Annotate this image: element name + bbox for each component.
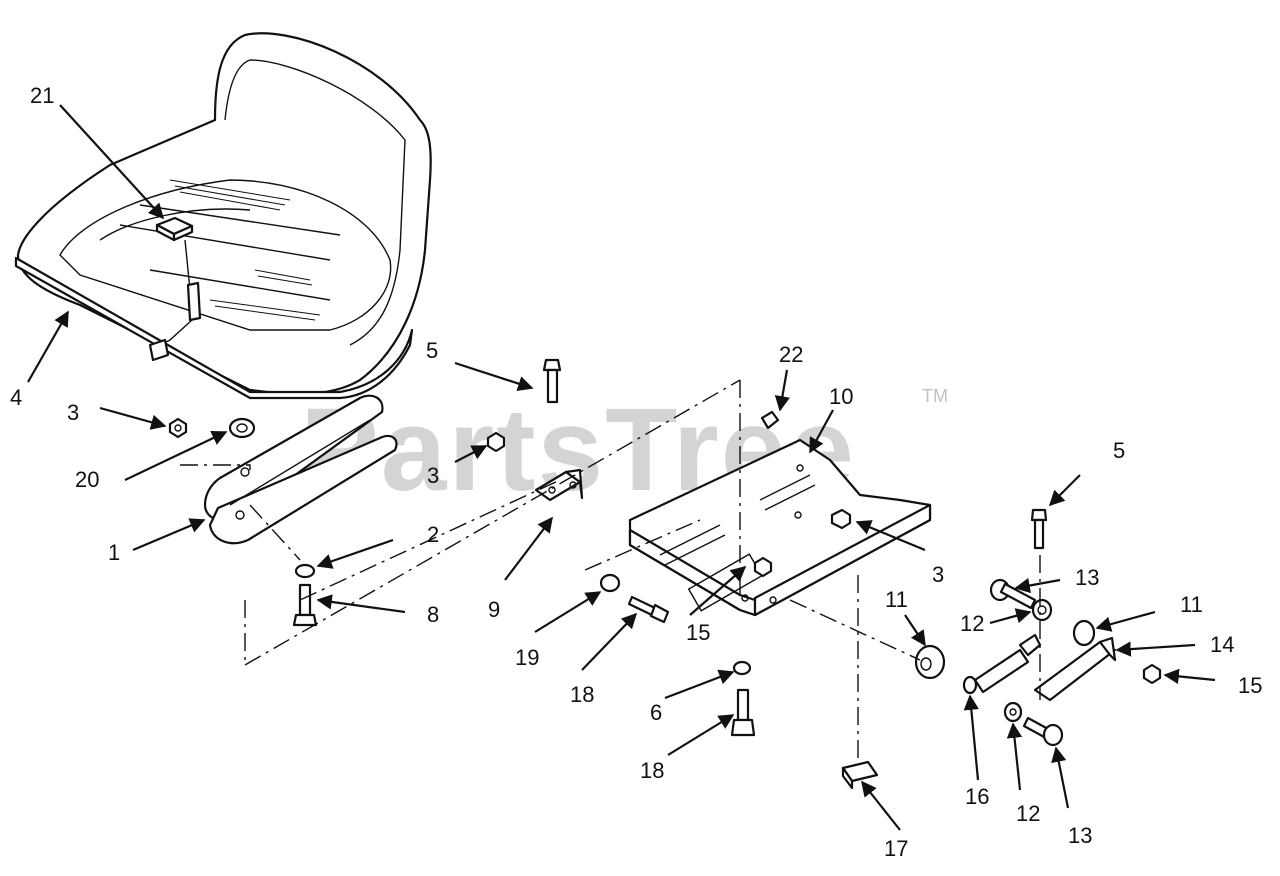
callout-8: 8	[427, 602, 439, 627]
callout-18: 18	[570, 682, 594, 707]
callout-9: 9	[488, 597, 500, 622]
callout-15: 15	[686, 620, 710, 645]
bolt-part-18a	[627, 595, 670, 624]
nut-part-6	[732, 660, 752, 676]
pad-part-17	[841, 760, 879, 790]
callout-13: 13	[1068, 823, 1092, 848]
callout-6: 6	[650, 700, 662, 725]
slide-rail-parts-1-2	[203, 394, 398, 545]
callout-13: 13	[1075, 565, 1099, 590]
callout-12: 12	[1016, 801, 1040, 826]
callout-21: 21	[30, 83, 54, 108]
alignment-lines	[180, 379, 1041, 760]
callout-19: 19	[515, 645, 539, 670]
callout-11: 11	[1180, 592, 1203, 617]
callout-5: 5	[1113, 438, 1125, 463]
callout-5: 5	[426, 338, 438, 363]
bushing-part-11a	[914, 644, 946, 680]
seat-part-4	[14, 32, 432, 400]
callout-3: 3	[427, 463, 439, 488]
washer-part-20	[228, 417, 256, 439]
nut-part-3b	[486, 431, 506, 453]
bushing-part-11b	[1072, 619, 1096, 647]
bolt-part-13b	[1022, 716, 1064, 747]
callout-3: 3	[932, 562, 944, 587]
nut-part-3	[168, 417, 188, 439]
callout-20: 20	[75, 467, 99, 492]
bolt-part-5b	[1030, 508, 1048, 550]
bolt-part-13a	[989, 578, 1037, 610]
washer-part-12a	[1031, 598, 1053, 622]
clip-part-22	[760, 410, 780, 430]
washer-part-19	[599, 573, 621, 593]
callout-17: 17	[884, 836, 908, 861]
watermark-tm: TM	[922, 386, 948, 406]
callout-1: 1	[108, 540, 120, 565]
callout-labels: 21 4 3 20 1 5 3 2 8 9 22 10 3 15 19 18 6…	[10, 83, 1262, 861]
bolt-part-18b	[730, 688, 756, 737]
hinge-bracket-part-14	[1033, 636, 1117, 702]
nut-part-15b	[1142, 663, 1162, 685]
callout-22: 22	[779, 342, 803, 367]
callout-14: 14	[1210, 632, 1234, 657]
callout-2: 2	[427, 522, 439, 547]
callout-10: 10	[829, 384, 853, 409]
callout-12: 12	[960, 611, 984, 636]
leader-arrows	[27, 104, 1216, 831]
callout-18: 18	[640, 758, 664, 783]
spring-rod-part-16	[962, 633, 1042, 695]
callout-15: 15	[1238, 673, 1262, 698]
callout-11: 11	[885, 587, 908, 612]
bolt-part-5	[542, 358, 562, 404]
callout-3: 3	[67, 400, 79, 425]
bolt-part-8	[292, 563, 318, 627]
callout-16: 16	[965, 784, 989, 809]
washer-part-12b	[1003, 701, 1023, 723]
callout-4: 4	[10, 385, 22, 410]
